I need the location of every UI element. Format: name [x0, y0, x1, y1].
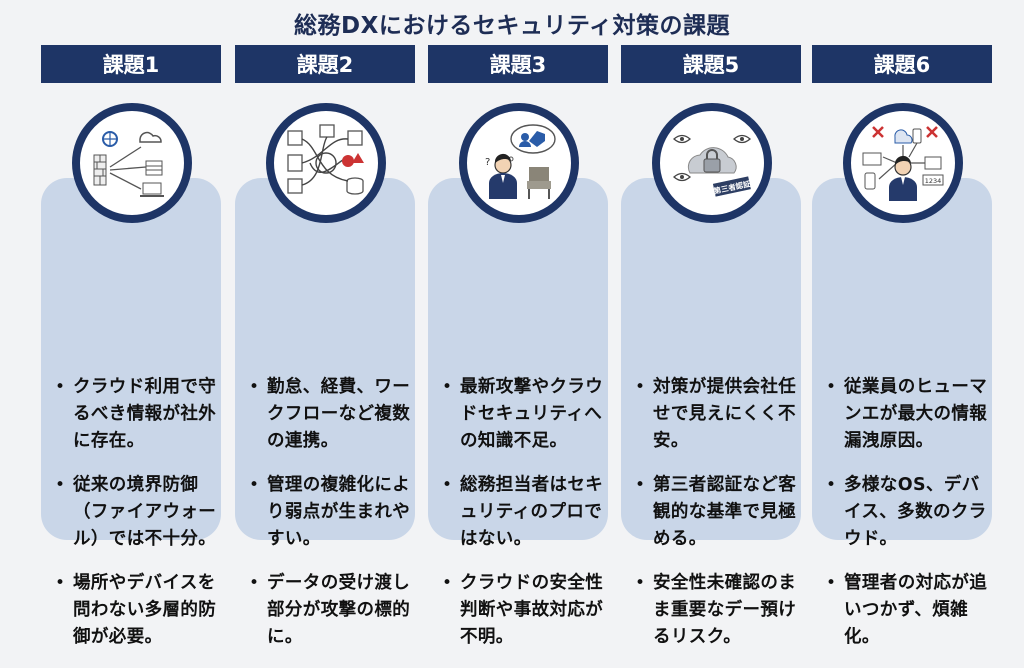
issue-card: •最新攻撃やクラウドセキュリティへの知識不足。 •総務担当者はセキュリティのプロ…: [428, 178, 608, 647]
list-item: •管理の複雑化により弱点が生まれやすい。: [249, 475, 411, 549]
issue-column-6: •従業員のヒューマンエが最大の情報漏洩原因。 •多様なOS、デバイス、多数のクラ…: [812, 45, 992, 647]
list-item: •最新攻撃やクラウドセキュリティへの知識不足。: [442, 377, 604, 451]
list-item: •データの受け渡し部分が攻撃の標的に。: [249, 573, 411, 647]
list-item: •クラウド利用で守るべき情報が社外に存在。: [55, 377, 217, 451]
issue-column-2: •勤怠、経費、ワークフローなど複数の連携。 •管理の複雑化により弱点が生まれやす…: [235, 45, 415, 647]
bullet-list: •勤怠、経費、ワークフローなど複数の連携。 •管理の複雑化により弱点が生まれやす…: [249, 374, 415, 668]
issue-header: 課題2: [235, 45, 415, 83]
issue-header: 課題1: [41, 45, 221, 83]
list-item: •従来の境界防御（ファイアウォール）では不十分。: [55, 475, 217, 549]
issue-card: •従業員のヒューマンエが最大の情報漏洩原因。 •多様なOS、デバイス、多数のクラ…: [812, 178, 992, 647]
svg-text:?: ?: [485, 157, 490, 168]
confused-staff-icon: ?: [459, 103, 579, 223]
issue-column-1: •クラウド利用で守るべき情報が社外に存在。 •従来の境界防御（ファイアウォール）…: [41, 45, 221, 647]
bullet-list: •最新攻撃やクラウドセキュリティへの知識不足。 •総務担当者はセキュリティのプロ…: [442, 374, 608, 668]
list-item: •対策が提供会社任せで見えにくく不安。: [635, 377, 797, 451]
list-item: •総務担当者はセキュリティのプロではない。: [442, 475, 604, 549]
pin-code-text: 1234: [925, 177, 942, 185]
bullet-list: •対策が提供会社任せで見えにくく不安。 •第三者認証など客観的な基準で見極める。…: [635, 374, 801, 668]
issue-header: 課題5: [621, 45, 801, 83]
devices-human-error-icon: 1234: [843, 103, 963, 223]
list-item: •管理者の対応が追いつかず、煩雑化。: [826, 573, 988, 647]
issue-card: •対策が提供会社任せで見えにくく不安。 •第三者認証など客観的な基準で見極める。…: [621, 178, 801, 647]
list-item: •場所やデバイスを問わない多層的防御が必要。: [55, 573, 217, 647]
list-item: •第三者認証など客観的な基準で見極める。: [635, 475, 797, 549]
list-item: •クラウドの安全性判断や事故対応が不明。: [442, 573, 604, 647]
page-title: 総務DXにおけるセキュリティ対策の課題: [294, 13, 730, 39]
firewall-cloud-network-icon: [72, 103, 192, 223]
cloud-lock-certification-icon: 第三者認証: [652, 103, 772, 223]
issue-column-5: •対策が提供会社任せで見えにくく不安。 •第三者認証など客観的な基準で見極める。…: [621, 45, 801, 647]
issue-header: 課題6: [812, 45, 992, 83]
complex-integration-network-icon: [266, 103, 386, 223]
list-item: •勤怠、経費、ワークフローなど複数の連携。: [249, 377, 411, 451]
issue-card: •勤怠、経費、ワークフローなど複数の連携。 •管理の複雑化により弱点が生まれやす…: [235, 178, 415, 647]
list-item: •多様なOS、デバイス、多数のクラウド。: [826, 475, 987, 549]
bullet-list: •従業員のヒューマンエが最大の情報漏洩原因。 •多様なOS、デバイス、多数のクラ…: [826, 374, 992, 668]
issue-column-3: •最新攻撃やクラウドセキュリティへの知識不足。 •総務担当者はセキュリティのプロ…: [428, 45, 608, 647]
list-item: •従業員のヒューマンエが最大の情報漏洩原因。: [826, 377, 988, 451]
list-item: •安全性未確認のまま重要なデー預けるリスク。: [635, 573, 797, 647]
issue-header: 課題3: [428, 45, 608, 83]
bullet-list: •クラウド利用で守るべき情報が社外に存在。 •従来の境界防御（ファイアウォール）…: [55, 374, 221, 668]
issue-card: •クラウド利用で守るべき情報が社外に存在。 •従来の境界防御（ファイアウォール）…: [41, 178, 221, 647]
